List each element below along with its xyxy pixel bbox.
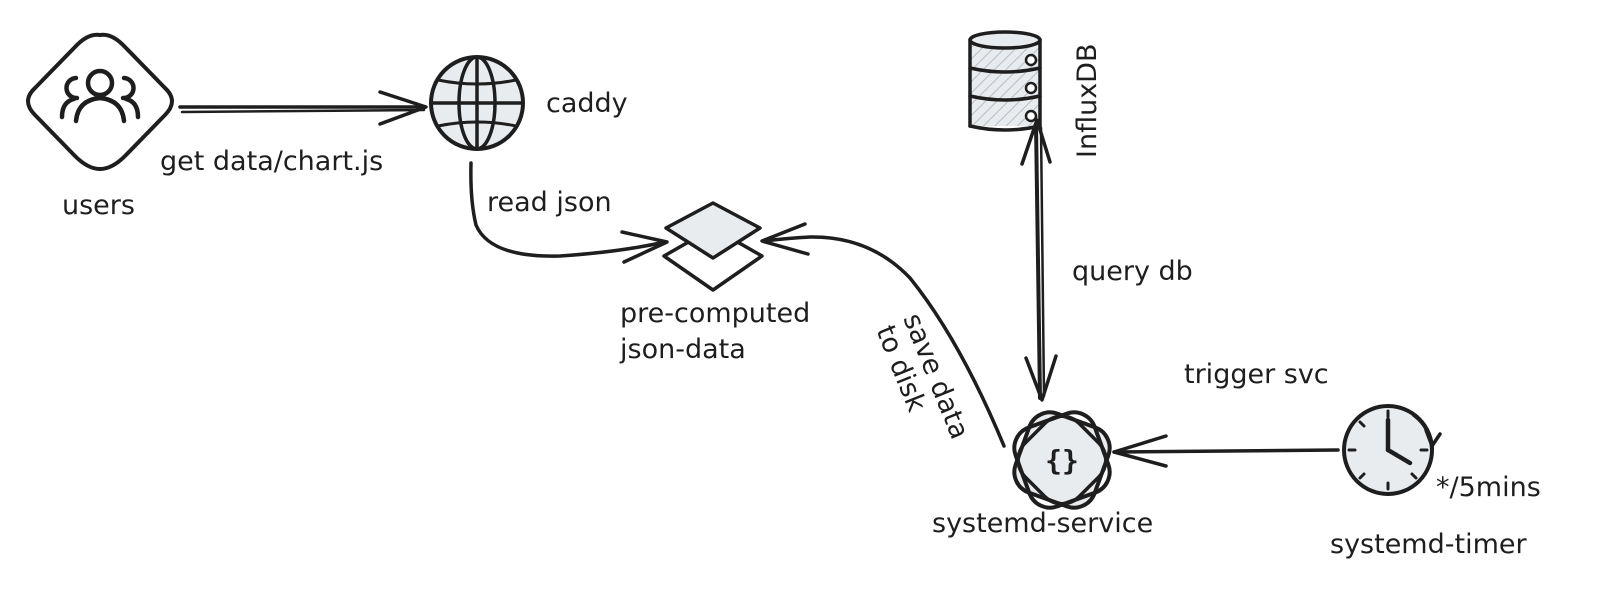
- edge-caddy-to-json: read json: [469, 161, 669, 264]
- systemd-timer-node[interactable]: */5mins systemd-timer: [1330, 404, 1541, 560]
- users-node[interactable]: users: [26, 32, 174, 221]
- json-data-node[interactable]: pre-computed json-data: [619, 201, 810, 365]
- code-braces-icon: {}: [1012, 410, 1112, 510]
- clock-icon: [1342, 404, 1442, 496]
- globe-icon: [429, 55, 525, 151]
- edge-users-to-caddy: get data/chart.js: [160, 90, 428, 177]
- edge-label-get-data: get data/chart.js: [160, 146, 383, 177]
- influxdb-node[interactable]: InfluxDB: [968, 30, 1103, 159]
- caddy-label: caddy: [546, 88, 628, 119]
- json-data-label-line2: json-data: [619, 334, 746, 365]
- edge-label-trigger-svc: trigger svc: [1184, 359, 1329, 390]
- systemd-service-label: systemd-service: [932, 508, 1153, 539]
- users-node-frame: [26, 32, 174, 171]
- layers-icon: [662, 201, 764, 292]
- systemd-timer-label: systemd-timer: [1330, 529, 1527, 560]
- edge-service-to-json: save data to disk: [760, 222, 1006, 448]
- svg-text:{}: {}: [1045, 444, 1079, 477]
- caddy-node[interactable]: caddy: [429, 55, 628, 151]
- edge-timer-to-service: trigger svc: [1112, 359, 1340, 468]
- database-icon: [968, 30, 1042, 132]
- edge-label-read-json: read json: [487, 187, 612, 218]
- systemd-timer-schedule: */5mins: [1436, 472, 1541, 503]
- systemd-service-node[interactable]: {} systemd-service: [932, 406, 1153, 539]
- edge-influx-service: query db: [1020, 118, 1193, 402]
- users-icon: [59, 68, 141, 124]
- users-label: users: [62, 190, 135, 221]
- influxdb-label: InfluxDB: [1072, 44, 1103, 159]
- json-data-label-line1: pre-computed: [620, 298, 810, 329]
- edge-label-query-db: query db: [1072, 256, 1193, 287]
